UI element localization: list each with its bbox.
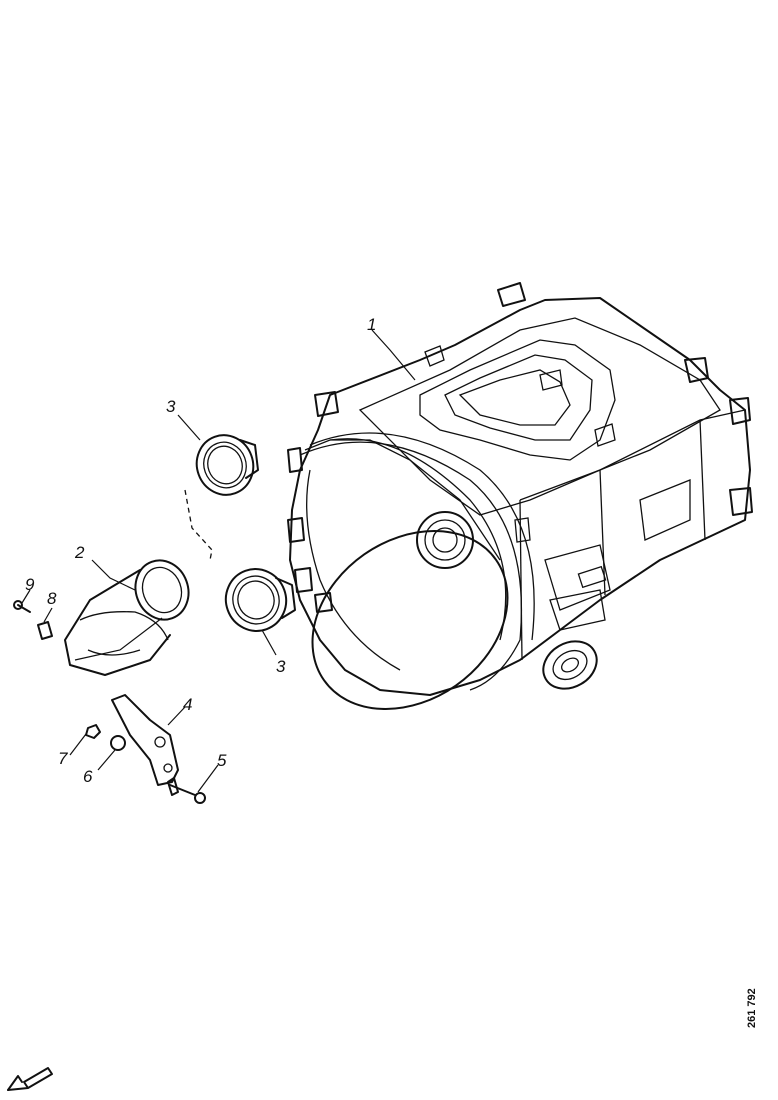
callout-1: 1 [367, 315, 377, 334]
callout-6: 6 [83, 767, 93, 786]
callout-4: 4 [183, 695, 193, 714]
callout-5: 5 [217, 751, 227, 770]
clamp-lower [224, 568, 296, 632]
drawing-id-label: 261 792 [746, 988, 758, 1028]
leader-lines [21, 329, 416, 793]
sleeve [37, 621, 53, 640]
callout-3-upper: 3 [166, 397, 176, 416]
callout-2: 2 [75, 543, 85, 562]
callout-7: 7 [58, 749, 68, 768]
callout-9: 9 [25, 575, 35, 594]
silencer-unit [287, 282, 753, 711]
front-direction-arrow-icon [7, 1067, 53, 1091]
washer [110, 735, 126, 751]
clamp-upper [195, 434, 259, 496]
bolt [167, 777, 206, 804]
nut [85, 724, 101, 739]
callout-3-lower: 3 [276, 657, 286, 676]
callout-8: 8 [47, 589, 57, 608]
screw [13, 600, 31, 613]
support-bracket [111, 694, 179, 786]
inlet-pipe [64, 559, 190, 676]
